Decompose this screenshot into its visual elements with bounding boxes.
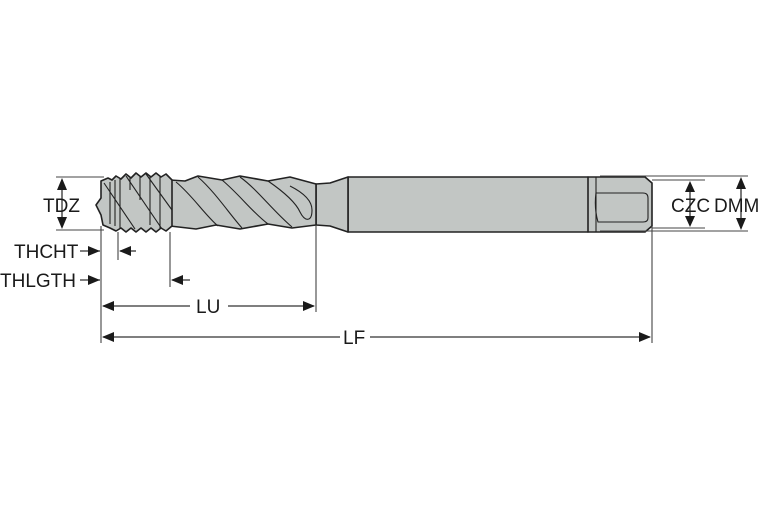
shank xyxy=(347,176,597,233)
dimension-lf: LF xyxy=(102,226,653,349)
lf-label: LF xyxy=(343,328,365,349)
threaded-cutting-section xyxy=(95,172,173,233)
tdz-label: TDZ xyxy=(43,196,80,217)
dimension-thcht: THCHT xyxy=(14,232,136,263)
neck-taper xyxy=(315,176,349,233)
dimension-czc: CZC xyxy=(652,179,710,229)
dimension-dmm: DMM xyxy=(600,175,759,232)
square-drive-end xyxy=(587,176,653,233)
thcht-label: THCHT xyxy=(14,242,79,263)
thlgth-label: THLGTH xyxy=(0,271,76,292)
dimension-tdz: TDZ xyxy=(43,176,104,231)
dimension-thlgth: THLGTH xyxy=(0,232,190,292)
dimension-lu: LU xyxy=(102,226,317,318)
dmm-label: DMM xyxy=(714,196,759,217)
thread-lines xyxy=(103,173,173,230)
tap-tool xyxy=(95,172,653,233)
lu-label: LU xyxy=(196,297,220,318)
czc-label: CZC xyxy=(671,196,710,217)
